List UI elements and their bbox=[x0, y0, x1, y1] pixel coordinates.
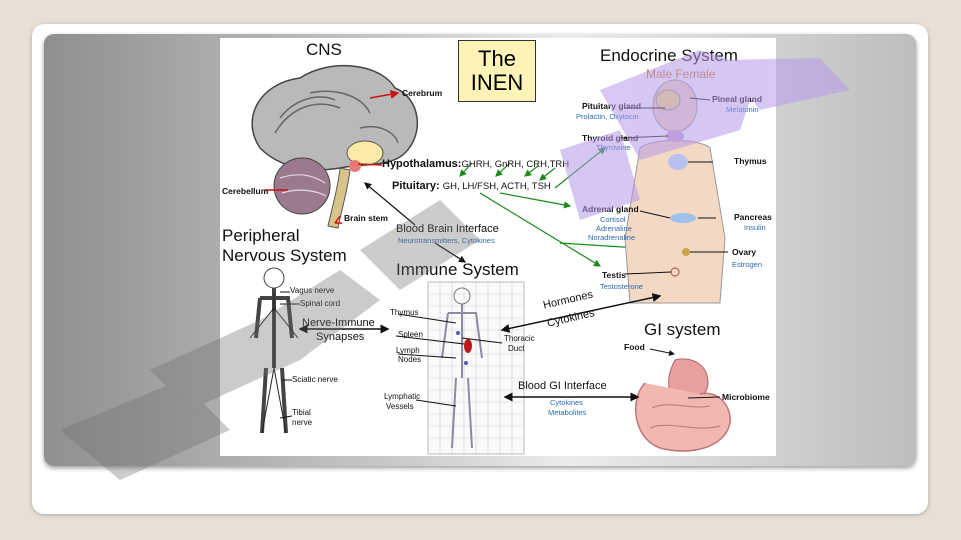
cerebellum-label: Cerebellum bbox=[222, 186, 269, 196]
inen-diagram: CNS Cerebrum Cerebellum Brain stem Hypot… bbox=[220, 38, 776, 456]
spinal-cord-label: Spinal cord bbox=[300, 299, 341, 308]
thoracic-label: Thoracic bbox=[504, 334, 535, 343]
pineal-gland-label: Pineal gland bbox=[712, 94, 763, 104]
blood-gi-interface-label: Blood GI Interface bbox=[518, 380, 607, 392]
inen-title-line2: INEN bbox=[470, 70, 524, 95]
blood-brain-interface-sub: Neurotransmitters, Cytokines bbox=[398, 236, 495, 245]
pituitary-label: Pituitary: GH, LH/FSH, ACTH, TSH bbox=[392, 180, 551, 192]
endocrine-subtitle: Male Female bbox=[646, 67, 716, 81]
adrenal-hormone-adrenaline: Adrenaline bbox=[596, 224, 632, 233]
nerve-immune-label: Nerve-Immune bbox=[302, 317, 375, 329]
lymph-label: Lymph bbox=[396, 346, 420, 355]
thymus-endocrine-label: Thymus bbox=[734, 156, 767, 166]
pns-title-line2: Nervous System bbox=[222, 246, 347, 265]
adrenal-hormone-noradrenaline: Noradrenaline bbox=[588, 233, 636, 242]
endocrine-title: Endocrine System bbox=[600, 46, 738, 65]
gi-interface-metabolites: Metabolites bbox=[548, 408, 587, 417]
gi-tract-illustration bbox=[634, 358, 731, 452]
sciatic-nerve-label: Sciatic nerve bbox=[292, 375, 338, 384]
tibial-nerve-label: nerve bbox=[292, 418, 313, 427]
nodes-label: Nodes bbox=[398, 355, 422, 364]
adrenal-gland-label: Adrenal gland bbox=[582, 204, 639, 214]
testis-hormone: Testosterone bbox=[600, 282, 643, 291]
ovary-hormone: Estrogen bbox=[732, 260, 763, 269]
synapses-label: Synapses bbox=[316, 331, 365, 343]
pituitary-gland-label: Pituitary gland bbox=[582, 101, 642, 111]
pineal-gland-hormone: Melatonin bbox=[726, 105, 759, 114]
thymus-label: Thymus bbox=[390, 308, 419, 317]
thyroid-gland-hormone: Thyrowine bbox=[596, 143, 631, 152]
spleen-label: Spleen bbox=[398, 330, 423, 339]
adrenal-hormone-cortisol: Cortisol bbox=[600, 215, 626, 224]
pancreas-label: Pancreas bbox=[734, 212, 772, 222]
immune-system-title: Immune System bbox=[396, 260, 519, 279]
brain-illustration bbox=[251, 65, 419, 229]
diagram-graphics bbox=[249, 65, 731, 455]
nervous-system-body-illustration bbox=[249, 267, 299, 434]
blood-brain-interface-label: Blood Brain Interface bbox=[396, 223, 499, 235]
immune-body-illustration bbox=[427, 281, 525, 455]
vagus-nerve-label: Vagus nerve bbox=[290, 286, 335, 295]
vessels-label: Vessels bbox=[386, 402, 414, 411]
pancreas-hormone: Insulin bbox=[744, 223, 766, 232]
pituitary-hormones: GH, LH/FSH, ACTH, TSH bbox=[442, 181, 551, 192]
cns-title: CNS bbox=[306, 40, 342, 59]
testis-label: Testis bbox=[602, 270, 626, 280]
ovary-label: Ovary bbox=[732, 247, 757, 257]
endocrine-body-illustration bbox=[624, 79, 726, 304]
gi-system-title: GI system bbox=[644, 320, 721, 339]
hypothalamus-name: Hypothalamus: bbox=[382, 158, 462, 170]
thyroid-gland-label: Thyroid gland bbox=[582, 133, 639, 143]
cerebrum-label: Cerebrum bbox=[402, 88, 443, 98]
lymphatic-label: Lymphatic bbox=[384, 392, 421, 401]
gi-interface-cytokines: Cytokines bbox=[550, 398, 583, 407]
microbiome-label: Microbiome bbox=[722, 392, 770, 402]
duct-label: Duct bbox=[508, 344, 525, 353]
pns-title-line1: Peripheral bbox=[222, 226, 300, 245]
hypothalamus-label: Hypothalamus:GHRH, GnRH, CRH,TRH bbox=[382, 158, 569, 170]
pituitary-gland-hormones: Prolactin, Oxytocin bbox=[576, 112, 639, 121]
tibial-label: Tibial bbox=[292, 408, 311, 417]
inen-title-line1: The bbox=[478, 46, 516, 71]
hypothalamus-hormones: GHRH, GnRH, CRH,TRH bbox=[461, 159, 570, 170]
food-label: Food bbox=[624, 342, 645, 352]
brain-stem-label: Brain stem bbox=[344, 213, 388, 223]
pituitary-name: Pituitary: bbox=[392, 180, 440, 192]
